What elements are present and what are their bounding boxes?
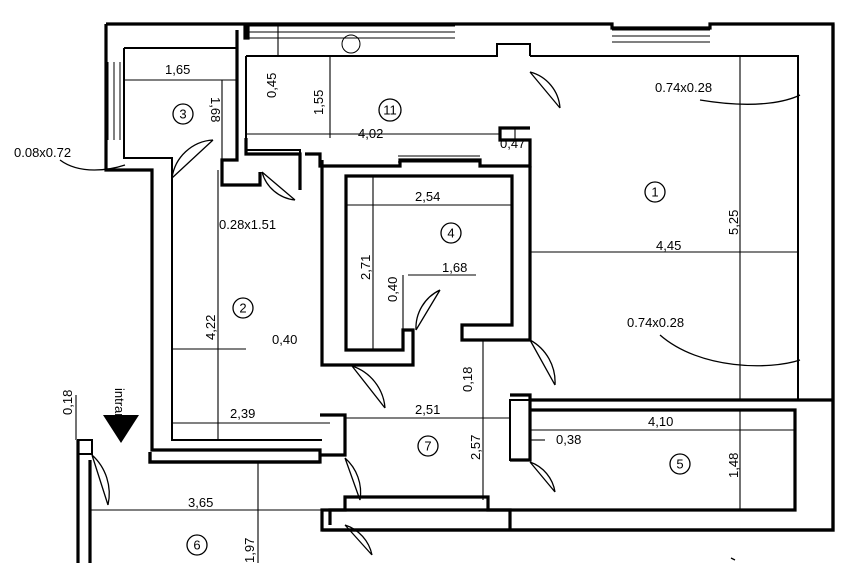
svg-text:4: 4 xyxy=(447,226,454,241)
dim-0-47: 0,47 xyxy=(500,136,525,151)
dim-2-57: 2,57 xyxy=(468,435,483,460)
room-number-2: 2 xyxy=(232,297,254,319)
room-11-bottom-wall xyxy=(244,126,532,190)
door-room-11 xyxy=(529,71,561,109)
room-number-3: 3 xyxy=(172,103,194,125)
door-room-11-lower xyxy=(261,171,296,201)
door-room-5 xyxy=(529,461,556,493)
window-top-right xyxy=(612,29,710,43)
room-4-walls xyxy=(320,160,532,367)
svg-text:7: 7 xyxy=(424,439,431,454)
dim-4-10: 4,10 xyxy=(648,414,673,429)
entry-post xyxy=(77,439,93,455)
svg-text:5: 5 xyxy=(676,457,683,472)
walls xyxy=(76,22,835,563)
dim-1-48: 1,48 xyxy=(726,453,741,478)
svg-text:3: 3 xyxy=(179,107,186,122)
windows xyxy=(107,25,710,163)
svg-text:11: 11 xyxy=(383,103,397,118)
dim-0-40-room-2: 0,40 xyxy=(272,332,297,347)
window-room-3 xyxy=(107,62,121,140)
room-number-1: 1 xyxy=(644,181,666,203)
dim-1-68-room-3: 1,68 xyxy=(208,97,223,122)
opening-0-74-bottom: 0.74x0.28 xyxy=(627,315,684,330)
dimension-labels: 1,65 1,68 0,45 1,55 4,02 0,47 2,54 2,71 … xyxy=(60,62,741,563)
room-5-walls xyxy=(328,398,833,525)
room-6-walls xyxy=(76,440,320,563)
svg-text:2: 2 xyxy=(239,301,246,316)
dim-2-54: 2,54 xyxy=(415,189,440,204)
dim-1-97: 1,97 xyxy=(242,538,257,563)
room-number-7: 7 xyxy=(417,435,439,457)
dim-2-51: 2,51 xyxy=(415,402,440,417)
outer-wall-right xyxy=(322,24,835,532)
door-room-6 xyxy=(344,524,373,556)
leader-0-08 xyxy=(59,159,126,171)
door-room-4 xyxy=(415,289,441,331)
room-number-11: 11 xyxy=(378,98,402,122)
entrance-arrow xyxy=(103,415,139,443)
dim-0-18-room-7: 0,18 xyxy=(460,367,475,392)
door-room-7 xyxy=(344,457,362,501)
dim-1-68-room-4: 1,68 xyxy=(442,260,467,275)
left-outer-wall xyxy=(104,24,322,464)
dim-1-65: 1,65 xyxy=(165,62,190,77)
svg-text:1: 1 xyxy=(651,185,658,200)
dim-4-22: 4,22 xyxy=(203,315,218,340)
room-7-walls xyxy=(320,393,532,462)
opening-0-08: 0.08x0.72 xyxy=(14,145,71,160)
window-top-left xyxy=(248,25,455,39)
room-number-5: 5 xyxy=(669,453,691,475)
dim-3-65: 3,65 xyxy=(188,495,213,510)
dim-1-55: 1,55 xyxy=(311,90,326,115)
door-room-2 xyxy=(351,365,386,409)
dim-0-38: 0,38 xyxy=(556,432,581,447)
door-entry xyxy=(91,454,110,506)
drain-circle xyxy=(341,34,361,54)
doors xyxy=(91,71,561,556)
leader-0-74-bottom xyxy=(659,334,801,367)
room-numbers: 1 2 3 4 5 6 7 11 xyxy=(172,98,691,556)
window-room-4 xyxy=(398,155,480,163)
door-room-1 xyxy=(529,339,556,386)
room-number-4: 4 xyxy=(440,222,462,244)
leader-0-74-top xyxy=(699,94,801,105)
dim-5-25: 5,25 xyxy=(726,210,741,235)
room-3-divider xyxy=(220,30,262,187)
opening-0-74-top: 0.74x0.28 xyxy=(655,80,712,95)
svg-text:6: 6 xyxy=(193,538,200,553)
door-room-3 xyxy=(171,139,214,179)
opening-labels: 0.74x0.28 0.74x0.28 0.08x0.72 0.28x1.51 xyxy=(14,80,801,367)
scan-speck xyxy=(730,557,736,561)
dim-2-39: 2,39 xyxy=(230,406,255,421)
dim-0-45: 0,45 xyxy=(264,73,279,98)
room-number-6: 6 xyxy=(186,534,208,556)
entrance-label: intrare xyxy=(112,388,127,425)
opening-0-28: 0.28x1.51 xyxy=(219,217,276,232)
dim-0-40-room-4: 0,40 xyxy=(385,277,400,302)
dim-4-02: 4,02 xyxy=(358,126,383,141)
dim-2-71: 2,71 xyxy=(358,255,373,280)
left-inner-wall xyxy=(123,48,322,441)
dimension-lines xyxy=(75,26,798,563)
dim-0-18-entry: 0,18 xyxy=(60,390,75,415)
dim-4-45: 4,45 xyxy=(656,238,681,253)
